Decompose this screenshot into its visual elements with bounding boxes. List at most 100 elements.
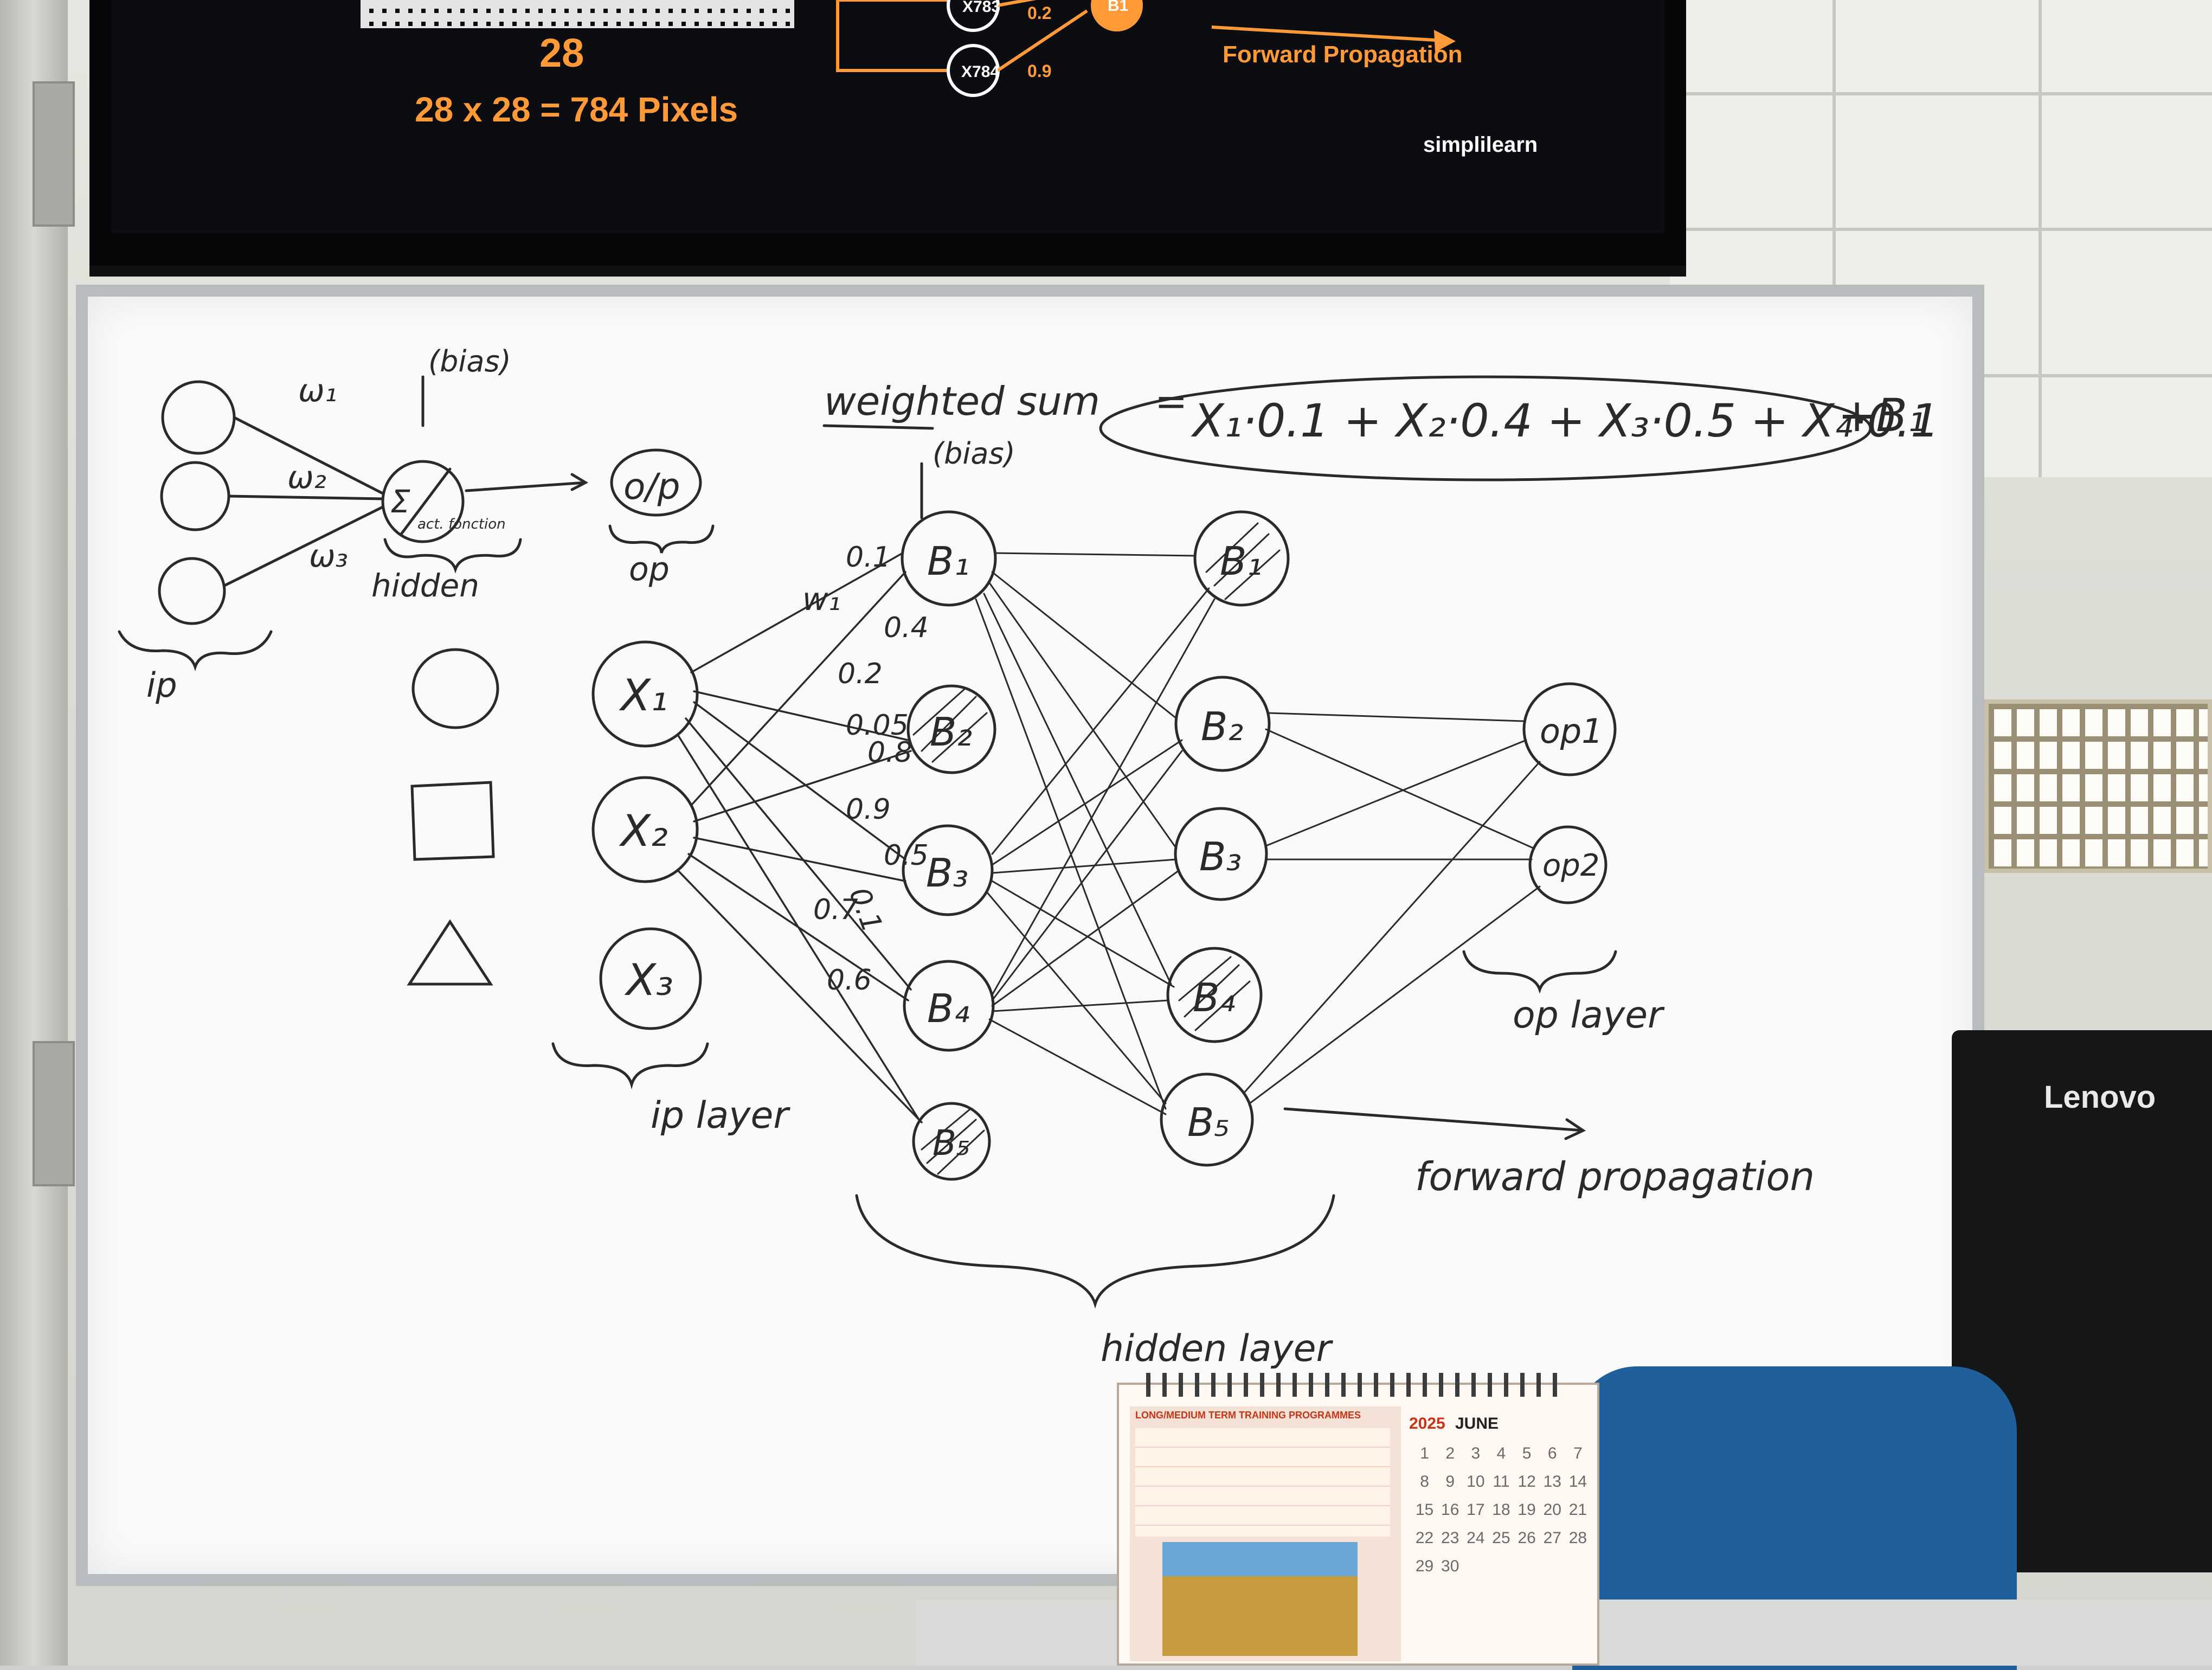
input-label-x3: X₃ (624, 955, 673, 1005)
hidden1-node-b5 (912, 1102, 991, 1181)
ip-layer-label: ip layer (651, 1094, 790, 1137)
calendar-day: 2 (1445, 1444, 1455, 1462)
input-label-x1: X₁ (619, 670, 668, 721)
calendar-day: 13 (1543, 1473, 1561, 1491)
pixel-grid-graphic (361, 0, 794, 28)
hidden1-label-b2: B₂ (930, 709, 972, 755)
perceptron-sum-node (381, 460, 465, 543)
ip-layer-brace (551, 1042, 709, 1090)
hidden1-label-b1: B₁ (927, 538, 969, 584)
calendar-day: 27 (1543, 1529, 1561, 1547)
calendar-day: 6 (1547, 1444, 1557, 1462)
tv-display: 28 28 x 28 = 784 Pixels X783 X784 0.2 0.… (111, 0, 1664, 233)
op-layer-label: op layer (1513, 994, 1665, 1037)
ip-brace (118, 630, 273, 671)
hidden-layer-brace (855, 1194, 1335, 1309)
door-hinge (33, 81, 75, 227)
hidden1-label-b4: B₄ (927, 986, 969, 1031)
perceptron-edge (223, 505, 384, 587)
calendar-building-photo (1162, 1542, 1358, 1656)
formula-ellipse (1099, 375, 1872, 481)
weight-0-05: 0.05 (846, 709, 909, 742)
op-brace (608, 524, 715, 554)
hidden1-label-b3: B₃ (926, 850, 968, 896)
weight-0-7: 0.7 (813, 894, 858, 926)
op-label: op (629, 550, 670, 588)
tv-connector-line (836, 0, 951, 72)
calendar-day: 24 (1467, 1529, 1485, 1547)
hidden-output-edges (1243, 712, 1541, 1104)
sum-symbol: Σ (390, 483, 410, 520)
door-frame (0, 0, 75, 1666)
calendar-day: 4 (1496, 1444, 1506, 1462)
hidden2-label-b3: B₃ (1199, 834, 1242, 879)
triangle-shape (407, 919, 493, 986)
hatch-pattern (912, 522, 1281, 1175)
tv-pixels-label: 28 x 28 = 784 Pixels (415, 90, 738, 129)
tv-weight-line (996, 9, 1088, 72)
desk-calendar: LONG/MEDIUM TERM TRAINING PROGRAMMES 202… (1117, 1373, 1599, 1666)
output-label-op2: op2 (1542, 848, 1599, 883)
calendar-day: 5 (1522, 1444, 1532, 1462)
ceiling-tile-line (2039, 0, 2042, 477)
forward-propagation-arrow (1283, 1107, 1585, 1132)
ceiling-tile-line (1670, 92, 2212, 95)
calendar-day: 30 (1441, 1557, 1459, 1575)
tv-forward-propagation-label: Forward Propagation (1223, 41, 1462, 68)
tv-forward-arrow (1211, 25, 1445, 42)
tv-node-x783-label: X783 (962, 0, 1000, 16)
output-node-label: o/p (623, 466, 680, 508)
hidden-label: hidden (371, 567, 479, 604)
hidden1-node-b2 (906, 684, 996, 774)
arrowhead (1564, 1118, 1586, 1140)
weight-w1-net: w₁ (802, 581, 841, 618)
door-hinge (33, 1041, 75, 1186)
perceptron-edge (233, 416, 384, 495)
calendar-day: 12 (1517, 1473, 1536, 1491)
calendar-day: 8 (1420, 1473, 1429, 1491)
simplilearn-logo: simplilearn (1423, 133, 1538, 157)
hidden2-label-b5: B₅ (1187, 1100, 1230, 1145)
hidden2-node-b5 (1160, 1072, 1254, 1167)
lenovo-logo: Lenovo (2044, 1080, 2156, 1115)
perceptron-output-node (610, 448, 702, 517)
hidden2-label-b4: B₄ (1193, 975, 1235, 1020)
forward-propagation-label: forward propagation (1415, 1154, 1815, 1199)
window-grille (1989, 704, 2208, 869)
tv-weight-02: 0.2 (1027, 3, 1051, 23)
weight-w2-label: ω₂ (287, 459, 326, 496)
calendar-day: 25 (1492, 1529, 1510, 1547)
input-hidden-edges (677, 552, 923, 1123)
calendar-day: 28 (1568, 1529, 1587, 1547)
calendar-day: 9 (1445, 1473, 1455, 1491)
hidden-layer-label: hidden layer (1101, 1327, 1334, 1370)
calendar-spiral (1146, 1373, 1569, 1397)
calendar-day: 7 (1573, 1444, 1583, 1462)
bias-label: (bias) (933, 436, 1015, 471)
output-label-op1: op1 (1540, 711, 1603, 751)
tv-node-x784-label: X784 (961, 63, 999, 81)
tv-dimension-label: 28 (539, 30, 584, 75)
output-node-op2 (1528, 825, 1607, 904)
activation-function-label: act. fonction (417, 516, 506, 532)
hidden1-node-b3 (902, 824, 994, 916)
calendar-left-panel: LONG/MEDIUM TERM TRAINING PROGRAMMES (1130, 1406, 1401, 1661)
calendar-day: 15 (1415, 1501, 1434, 1519)
input-node-x3 (599, 927, 702, 1030)
weight-0-5: 0.5 (884, 839, 929, 872)
perceptron-output-arrow (465, 481, 587, 492)
perceptron-divider (400, 467, 452, 536)
hidden2-node-b4 (1166, 947, 1263, 1043)
formula-equals: = (1155, 378, 1187, 424)
input-node-x1 (591, 640, 699, 748)
weighted-sum-label: weighted sum (824, 378, 1100, 424)
formula-plus-bias: +B₁ (1838, 389, 1926, 442)
weight-0-9: 0.9 (846, 793, 891, 826)
input-node-x2 (591, 776, 699, 883)
perceptron-input-node (160, 461, 230, 531)
calendar-day: 22 (1415, 1529, 1434, 1547)
calendar-day: 17 (1467, 1501, 1485, 1519)
ceiling-tile-line (1832, 0, 1836, 477)
weight-w1-label: ω₁ (298, 372, 337, 409)
